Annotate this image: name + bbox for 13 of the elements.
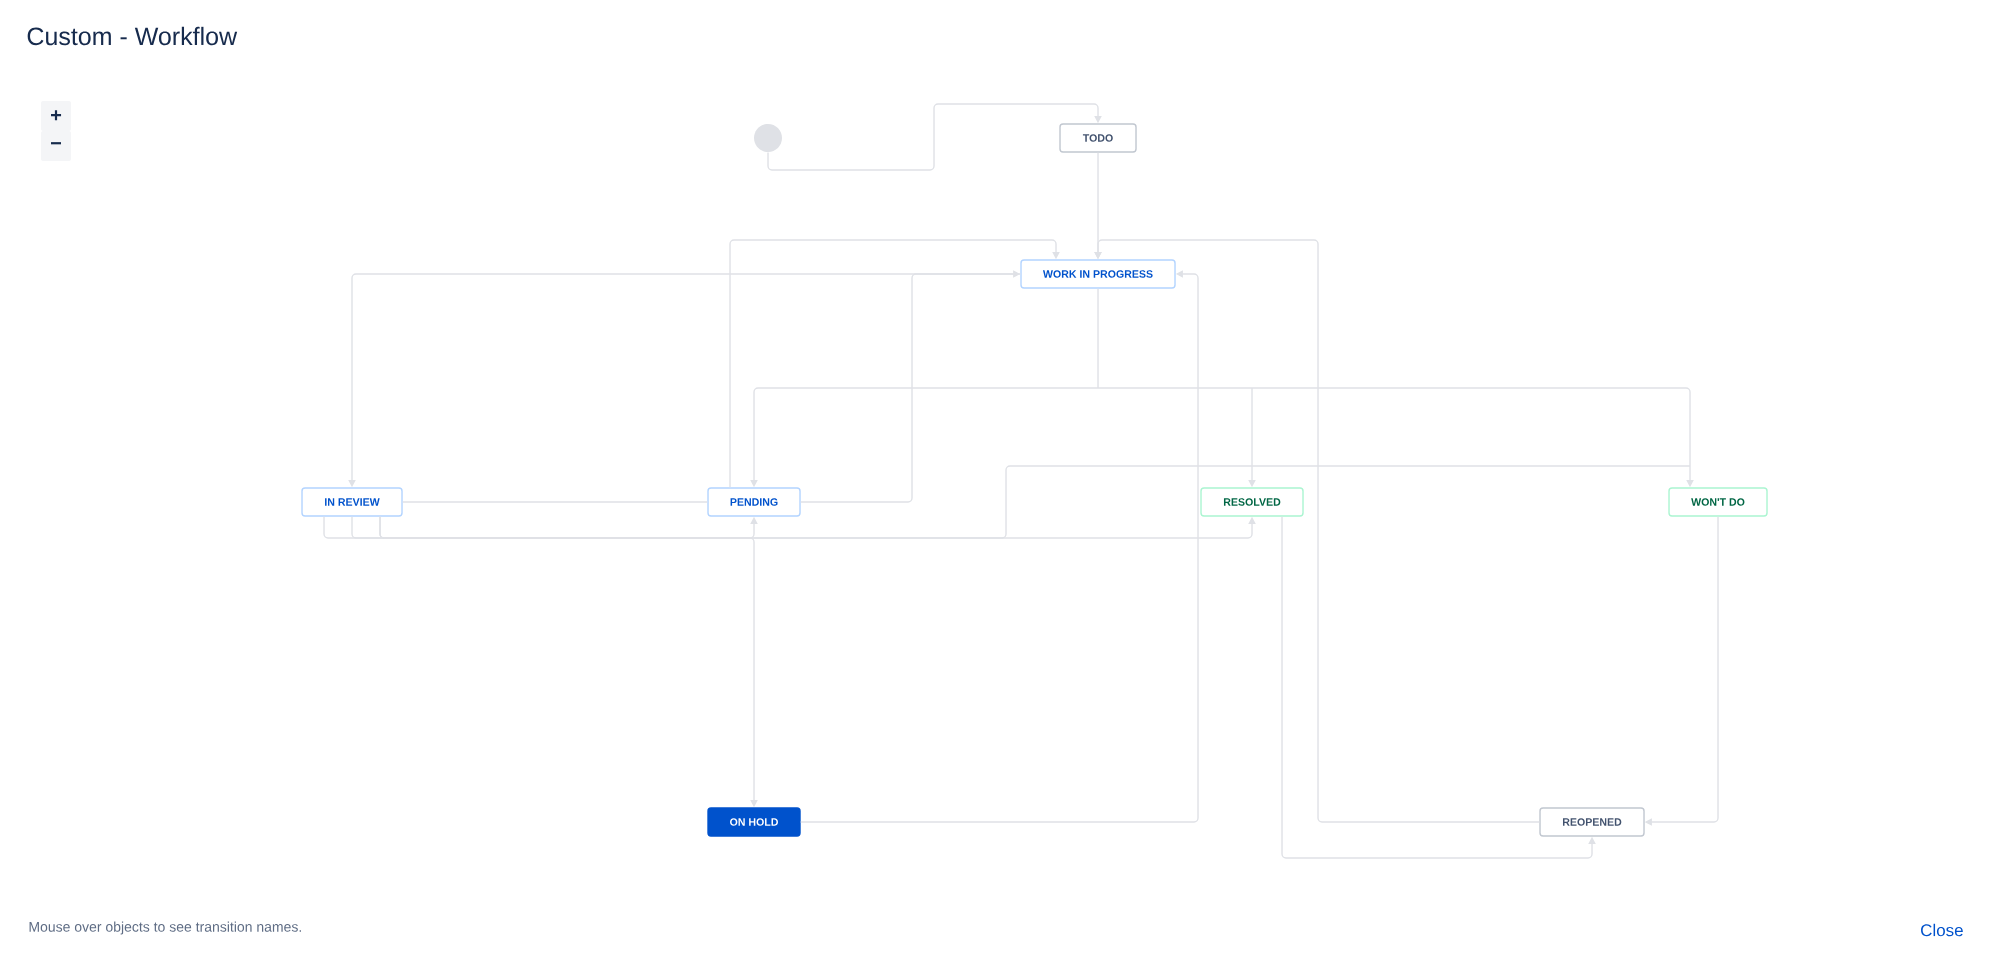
zoom-out-button: − [41, 131, 71, 161]
start-circle [754, 124, 782, 152]
arrow [1094, 239, 1540, 823]
arrow [800, 270, 1199, 823]
arrow [767, 103, 1102, 171]
zoom-in-button: + [41, 101, 71, 131]
title: Custom - Workflow [27, 26, 238, 46]
arrow [729, 239, 1060, 488]
connector-line [379, 465, 1691, 539]
arrow [323, 516, 758, 539]
arrow [1281, 516, 1596, 859]
connector-line [1251, 387, 1691, 467]
close-link: Close [1921, 923, 1963, 937]
